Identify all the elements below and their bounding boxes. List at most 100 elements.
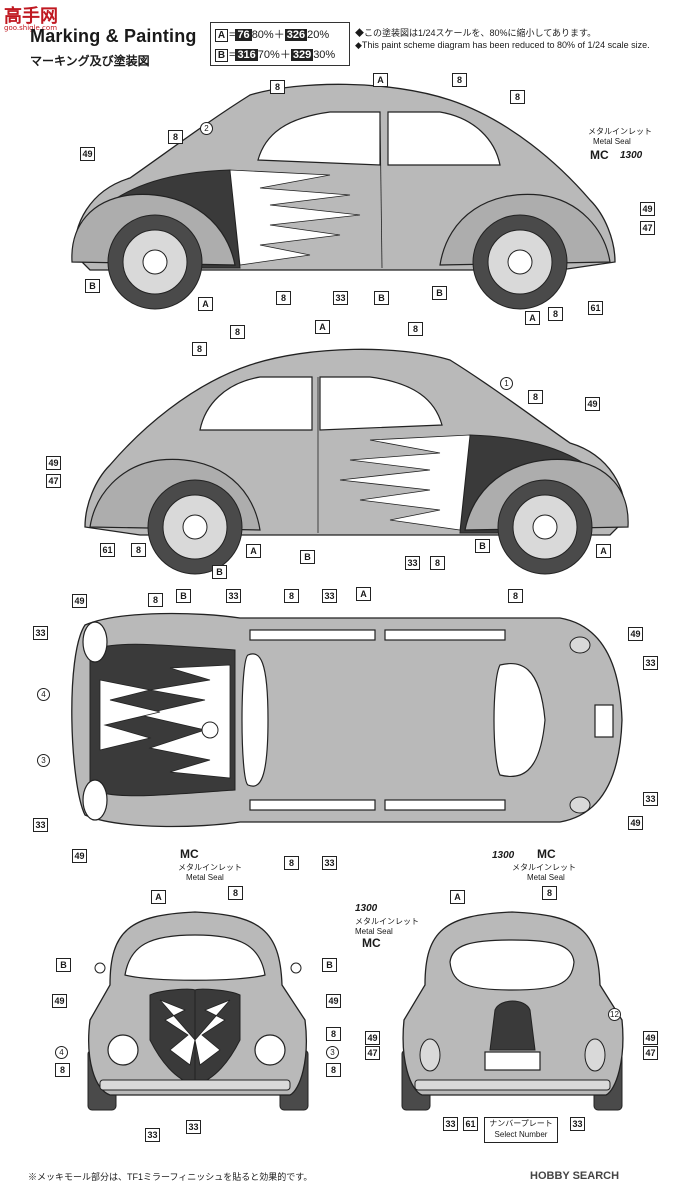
watermark-hobby-search: HOBBY SEARCH [530,1170,620,1182]
tag-a-side1-e: A [525,311,540,325]
paint-a-pct2: 20% [307,29,330,41]
metal-inlet-label-rear: メタルインレット [355,917,419,926]
paint-b-pct2: 30% [313,49,336,61]
metal-seal-label-rear: Metal Seal [355,927,393,936]
front-view [87,911,309,1111]
tag-b-front-a: B [56,958,71,972]
tag-a-side1-b: A [198,297,213,311]
tag-33-side1: 33 [333,291,348,305]
tag-b-side1-c: B [374,291,389,305]
site-logo: 高手网 goo.shigle.com [4,2,84,32]
tag-8-side1-e: 8 [276,291,291,305]
logo-1300-top: 1300 [492,850,515,861]
mc-label-side1: MC [590,148,609,162]
tag-8-front-a: 8 [228,886,243,900]
footnote: ※メッキモール部分は、TF1ミラーフィニッシュを貼ると効果的です。 [28,1172,313,1182]
tag-8-top-b: 8 [284,589,299,603]
tag-4-front: 4 [55,1046,68,1059]
tag-33-top-g: 33 [322,856,337,870]
tag-8-side2-a: 8 [230,325,245,339]
mc-label-top-left: MC [180,847,199,861]
tag-b-side1-a: B [85,279,100,293]
paint-b-code1: 316 [235,49,258,61]
tag-8-side1-c: 8 [510,90,525,104]
tag-8-side1-f: 8 [548,307,563,321]
metal-seal-label-side1: Metal Seal [593,137,631,146]
tag-3-top: 3 [37,754,50,767]
tag-49-top-d: 49 [72,849,87,863]
tag-8-side2-e: 8 [131,543,146,557]
side-view-right-facing [84,348,629,575]
paint-a-pct1: 80% [251,29,274,41]
tag-b-front-b: B [322,958,337,972]
logo-1300-rear: 1300 [355,903,378,914]
tag-8-top-d: 8 [284,856,299,870]
tag-2-side1: 2 [200,122,213,135]
tag-a-front: A [151,890,166,904]
tag-b-side1-d: B [432,286,447,300]
metal-inlet-label-top-right: メタルインレット [512,863,576,872]
select-number-label: Select Number [494,1130,548,1139]
tag-49-side1: 49 [80,147,95,161]
tag-a-top: A [356,587,371,601]
tag-8-front-c: 8 [55,1063,70,1077]
tag-33-top-e: 33 [33,818,48,832]
tag-49-top-c: 49 [628,816,643,830]
top-view [71,612,623,828]
site-logo-url: goo.shigle.com [4,24,58,32]
tag-33-top-a: 33 [226,589,241,603]
tag-8-front-b: 8 [326,1027,341,1041]
tag-8-side2-c: 8 [192,342,207,356]
tag-33-top-d: 33 [643,656,658,670]
tag-a-rear: A [450,890,465,904]
paint-a-code2: 326 [284,29,308,41]
tag-33-rear-a: 33 [443,1117,458,1131]
tag-b-side2-c: B [212,565,227,579]
mc-label-top-right: MC [537,847,556,861]
rear-view [401,911,624,1111]
tag-49-rear-b: 49 [643,1031,658,1045]
tag-1-side2: 1 [500,377,513,390]
tag-8-rear-a: 8 [542,886,557,900]
scale-note-jp: ◆この塗装図は1/24スケールを、80%に縮小してあります。 [355,28,597,38]
paint-b-code2: 329 [290,49,314,61]
tag-8-top-c: 8 [508,589,523,603]
tag-61-side2: 61 [100,543,115,557]
tag-61-side1: 61 [588,301,603,315]
scale-note-en: ◆This paint scheme diagram has been redu… [355,40,650,50]
tag-49-rear-a: 49 [365,1031,380,1045]
tag-47-rear-b: 47 [643,1046,658,1060]
paint-a-key: A [215,29,228,42]
tag-a-roof-2: A [315,320,330,334]
tag-49-front-a: 49 [52,994,67,1008]
tag-a-roof-1: A [373,73,388,87]
tag-3-front: 3 [326,1046,339,1059]
select-number-callout: ナンバープレート Select Number [484,1117,558,1143]
paint-a-code1: 76 [235,29,252,41]
tag-8-side1-d: 8 [168,130,183,144]
tag-49-side2-rear: 49 [46,456,61,470]
tag-47-side2-rear: 47 [46,474,61,488]
tag-33-front-a: 33 [145,1128,160,1142]
metal-seal-label-top-right: Metal Seal [527,873,565,882]
tag-4-top: 4 [37,688,50,701]
tag-8-side2-b: 8 [408,322,423,336]
tag-47-rear-a: 47 [365,1046,380,1060]
tag-49-side2: 49 [585,397,600,411]
tag-b-side2-d: B [475,539,490,553]
tag-8-side1-a: 8 [270,80,285,94]
tag-33-top-c: 33 [33,626,48,640]
tag-8-side2-d: 8 [528,390,543,404]
side-view-left-facing [71,83,616,310]
tag-12-rear: 12 [608,1008,621,1021]
page-title: Marking & Painting [30,26,197,46]
tag-b-side2-b: B [300,550,315,564]
paint-b-pct1: 70% [257,49,280,61]
tag-33-top-f: 33 [643,792,658,806]
tag-33-rear-b: 33 [570,1117,585,1131]
tag-49-top-b: 49 [628,627,643,641]
tag-8-top-a: 8 [148,593,163,607]
tag-a-side2-e: A [596,544,611,558]
